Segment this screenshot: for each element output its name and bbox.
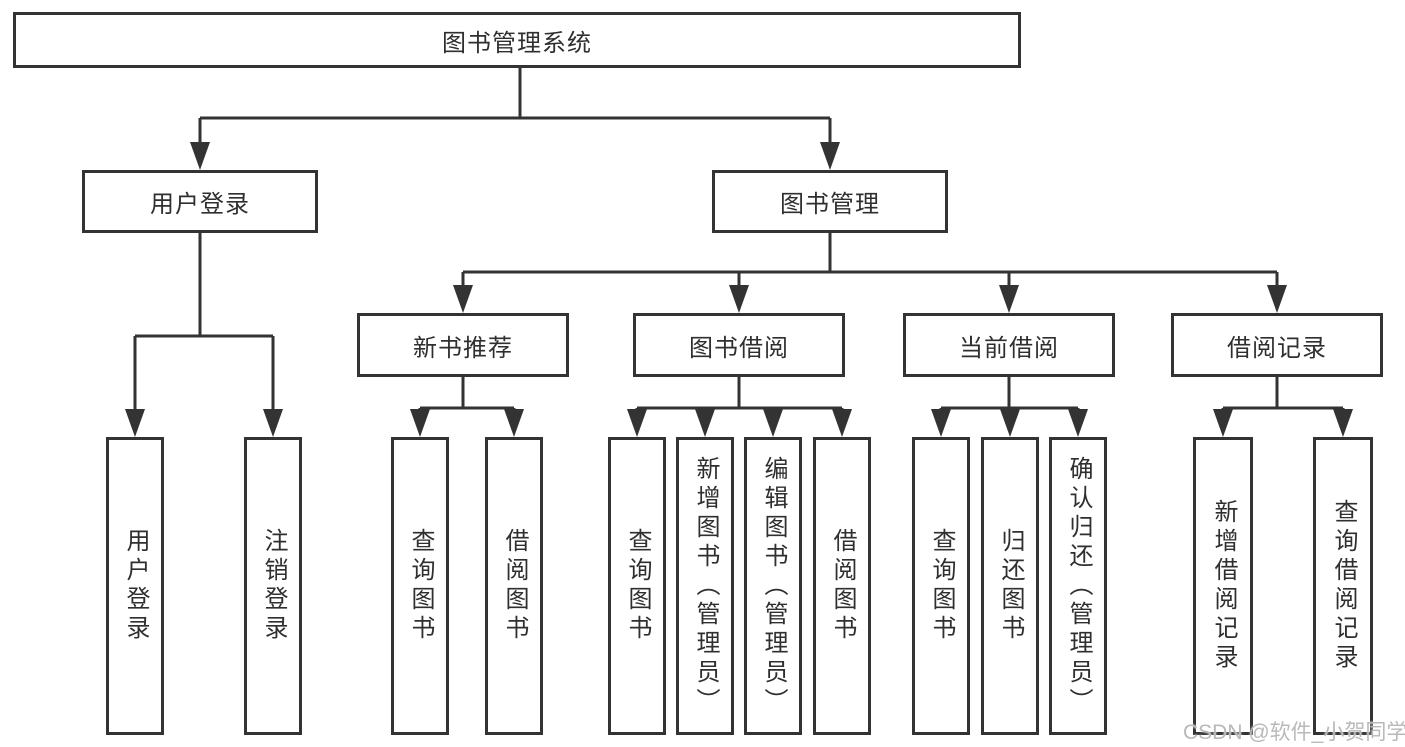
leaf-edit-book-admin-label: 编辑图书（管理员）: [760, 455, 787, 717]
arrowheads: [125, 142, 1353, 437]
node-library-system-label: 图书管理系统: [442, 29, 592, 57]
leaf-borrow-books: 借阅图书: [813, 437, 871, 735]
leaf-add-borrow-record: 新增借阅记录: [1193, 437, 1253, 735]
node-user-login: 用户登录: [82, 170, 318, 233]
leaf-confirm-return-admin-label: 确认归还（管理员）: [1065, 455, 1092, 717]
leaf-confirm-return-admin: 确认归还（管理员）: [1049, 437, 1107, 735]
leaf-logout-label: 注销登录: [260, 528, 287, 644]
leaf-query-books-recommend-label: 查询图书: [407, 528, 434, 644]
leaf-query-borrow-record-label: 查询借阅记录: [1330, 499, 1357, 673]
node-book-borrowing-label: 图书借阅: [689, 334, 789, 362]
node-new-book-recommend: 新书推荐: [357, 313, 569, 377]
node-current-borrowing-label: 当前借阅: [959, 334, 1059, 362]
leaf-query-books-current-label: 查询图书: [928, 528, 955, 644]
leaf-query-books-current: 查询图书: [912, 437, 970, 735]
leaf-edit-book-admin: 编辑图书（管理员）: [744, 437, 802, 735]
leaf-logout: 注销登录: [244, 437, 302, 735]
node-book-management: 图书管理: [712, 170, 948, 233]
node-user-login-label: 用户登录: [150, 191, 250, 218]
leaf-return-book-label: 归还图书: [997, 528, 1024, 644]
leaf-add-book-admin-label: 新增图书（管理员）: [692, 455, 719, 717]
node-book-borrowing: 图书借阅: [633, 313, 845, 377]
leaf-add-book-admin: 新增图书（管理员）: [676, 437, 734, 735]
leaf-borrow-books-recommend: 借阅图书: [485, 437, 543, 735]
leaf-borrow-books-label: 借阅图书: [829, 528, 856, 644]
leaf-user-login-label: 用户登录: [122, 528, 149, 644]
node-library-system: 图书管理系统: [13, 12, 1021, 68]
node-current-borrowing: 当前借阅: [903, 313, 1115, 377]
node-book-management-label: 图书管理: [780, 191, 880, 218]
leaf-query-borrow-record: 查询借阅记录: [1313, 437, 1373, 735]
node-borrow-records: 借阅记录: [1171, 313, 1383, 377]
csdn-watermark: CSDN @软件_小贺同学: [1183, 721, 1405, 744]
leaf-add-borrow-record-label: 新增借阅记录: [1210, 499, 1237, 673]
node-new-book-recommend-label: 新书推荐: [413, 334, 513, 362]
leaf-user-login: 用户登录: [106, 437, 164, 735]
leaf-return-book: 归还图书: [981, 437, 1039, 735]
leaf-query-books-borrowing: 查询图书: [608, 437, 666, 735]
leaf-query-books-borrowing-label: 查询图书: [624, 528, 651, 644]
leaf-borrow-books-recommend-label: 借阅图书: [501, 528, 528, 644]
node-borrow-records-label: 借阅记录: [1227, 334, 1327, 362]
leaf-query-books-recommend: 查询图书: [391, 437, 449, 735]
